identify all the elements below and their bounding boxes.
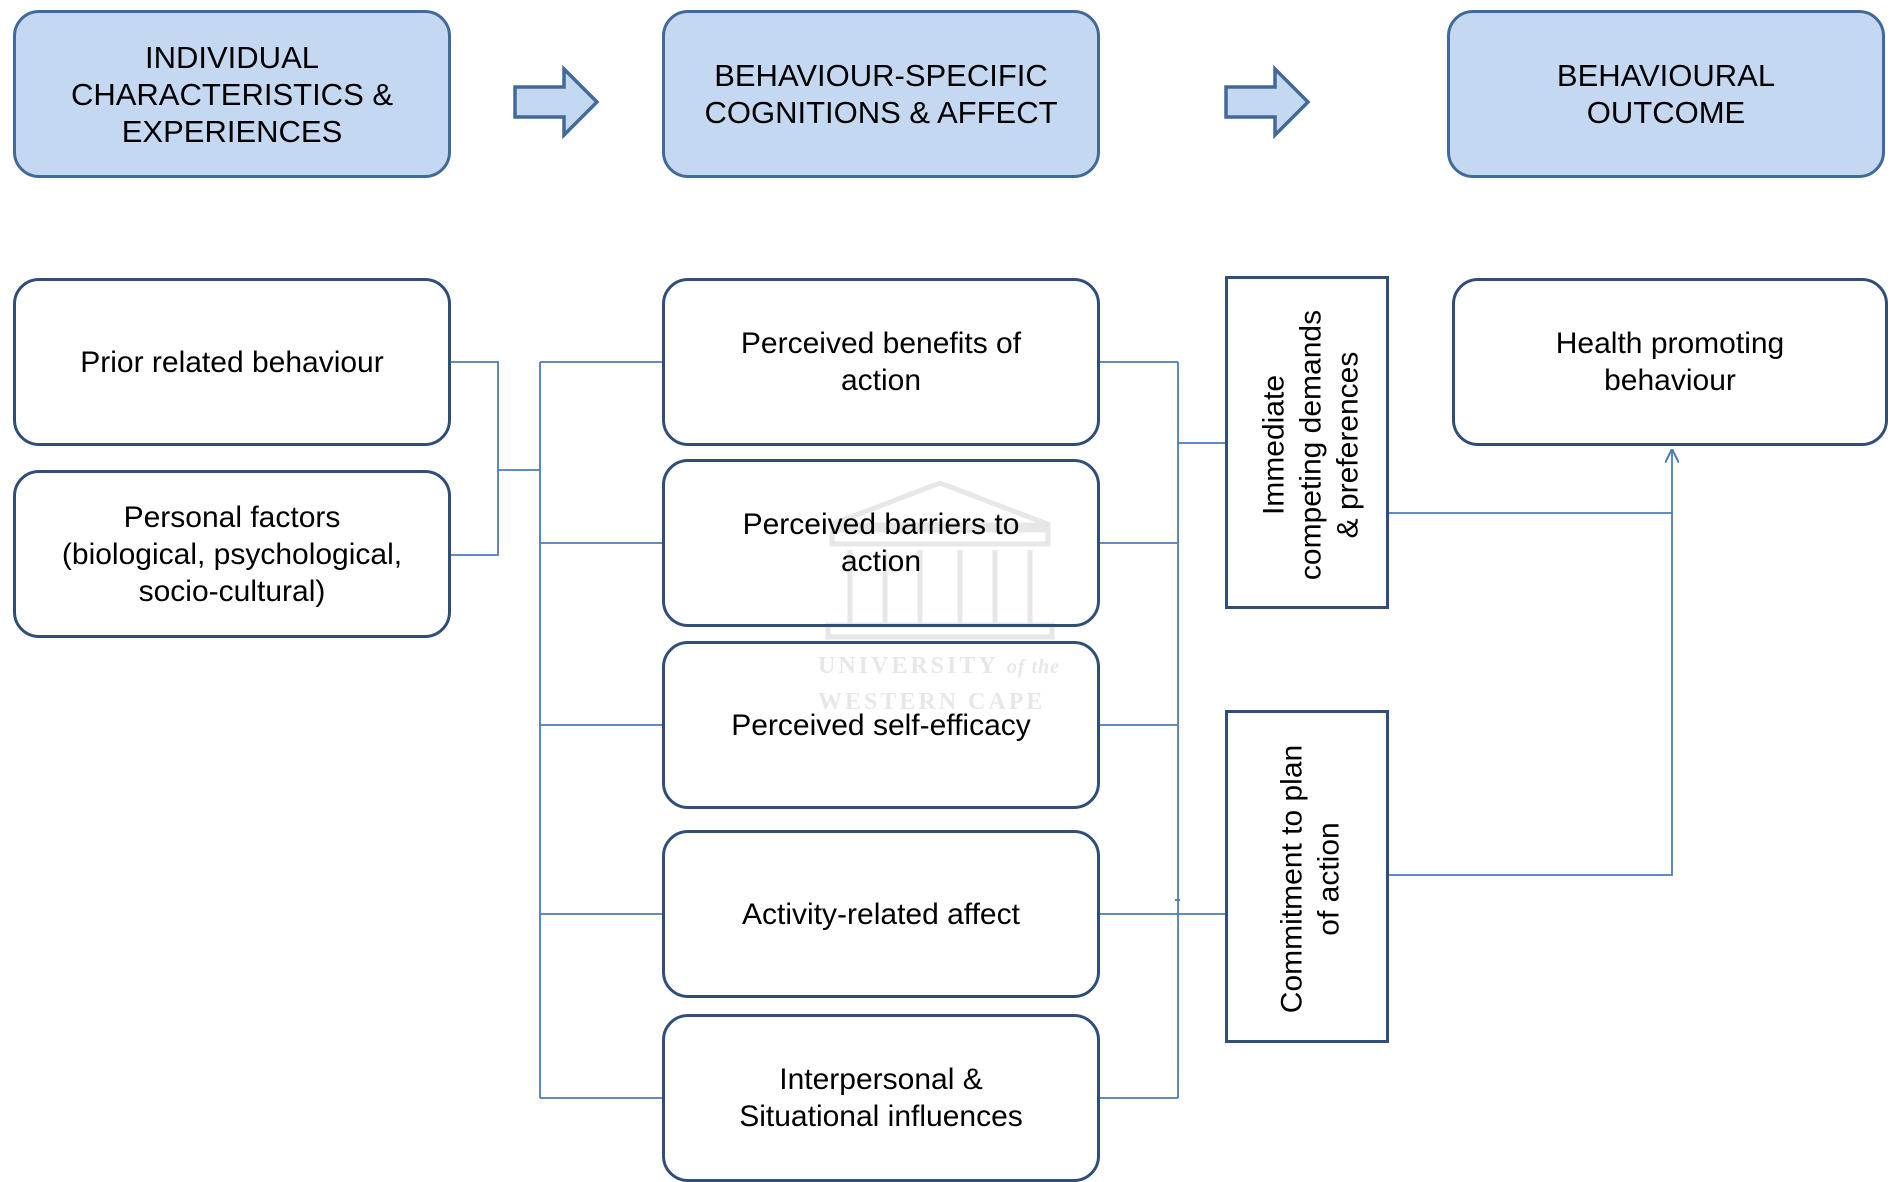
commitment-to-plan-box: Commitment to plan of action bbox=[1225, 710, 1389, 1043]
perceived-benefits-label: Perceived benefits of action bbox=[740, 327, 1022, 397]
perceived-barriers-box: Perceived barriers to action bbox=[662, 459, 1100, 627]
personal-factors-label: Personal factors (biological, psychologi… bbox=[61, 500, 403, 608]
prior-related-behaviour-label: Prior related behaviour bbox=[80, 345, 384, 379]
interpersonal-situational-influences-box: Interpersonal & Situational influences bbox=[662, 1014, 1100, 1182]
activity-related-affect-label: Activity-related affect bbox=[742, 897, 1020, 931]
perceived-benefits-box: Perceived benefits of action bbox=[662, 278, 1100, 446]
flow-arrow-2-icon bbox=[1224, 64, 1311, 140]
immediate-competing-demands-label: Immediate competing demands & preference… bbox=[1257, 309, 1364, 581]
interpersonal-situational-influences-label: Interpersonal & Situational influences bbox=[739, 1063, 1023, 1133]
header-cognitions-label: BEHAVIOUR-SPECIFIC COGNITIONS & AFFECT bbox=[704, 58, 1058, 130]
commitment-to-plan-label: Commitment to plan of action bbox=[1275, 744, 1346, 1014]
personal-factors-box: Personal factors (biological, psychologi… bbox=[13, 470, 451, 638]
header-behavioural-outcome: BEHAVIOURAL OUTCOME bbox=[1447, 10, 1885, 178]
individual-bracket-line bbox=[451, 361, 499, 556]
immediate-competing-demands-box: Immediate competing demands & preference… bbox=[1225, 276, 1389, 609]
prior-related-behaviour-box: Prior related behaviour bbox=[13, 278, 451, 446]
header-individual-label: INDIVIDUAL CHARACTERISTICS & EXPERIENCES bbox=[70, 39, 394, 149]
health-promoting-behaviour-label: Health promoting behaviour bbox=[1555, 327, 1785, 397]
header-outcome-label: BEHAVIOURAL OUTCOME bbox=[1556, 58, 1776, 130]
header-individual-characteristics: INDIVIDUAL CHARACTERISTICS & EXPERIENCES bbox=[13, 10, 451, 178]
health-promoting-behaviour-box: Health promoting behaviour bbox=[1452, 278, 1888, 446]
perceived-self-efficacy-box: Perceived self-efficacy bbox=[662, 641, 1100, 809]
flow-arrow-1-icon bbox=[513, 64, 600, 140]
activity-related-affect-box: Activity-related affect bbox=[662, 830, 1100, 998]
header-behaviour-specific-cognitions: BEHAVIOUR-SPECIFIC COGNITIONS & AFFECT bbox=[662, 10, 1100, 178]
commitment-to-outcome-line bbox=[1389, 451, 1672, 876]
perceived-self-efficacy-label: Perceived self-efficacy bbox=[731, 708, 1031, 742]
perceived-barriers-label: Perceived barriers to action bbox=[742, 508, 1020, 578]
